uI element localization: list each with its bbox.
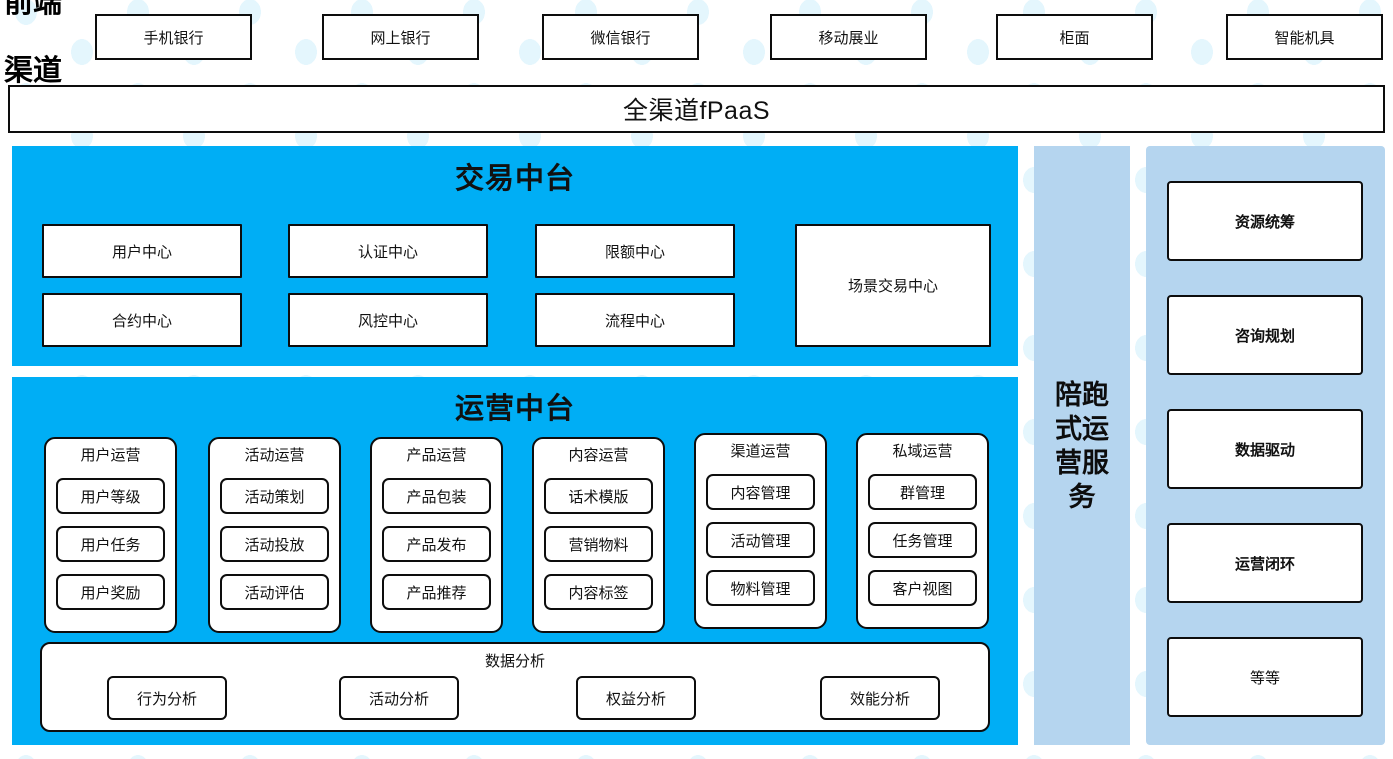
data-analysis-item[interactable]: 行为分析	[107, 676, 227, 720]
ops-item[interactable]: 客户视图	[868, 570, 977, 606]
trade-item-risk-center[interactable]: 风控中心	[288, 293, 488, 347]
data-analysis-title: 数据分析	[484, 653, 545, 670]
ops-item[interactable]: 群管理	[868, 474, 977, 510]
data-analysis-item[interactable]: 效能分析	[820, 676, 940, 720]
service-panel: 资源统筹 咨询规划 数据驱动 运营闭环 等等	[1146, 146, 1385, 745]
ops-item[interactable]: 物料管理	[706, 570, 815, 606]
accompany-service-label: 陪跑式运营服务	[1055, 379, 1109, 512]
front-channel-label: 前端 渠道	[4, 0, 82, 87]
ops-item[interactable]: 营销物料	[544, 526, 653, 562]
channel-label: 移动展业	[818, 29, 879, 47]
channel-box-wechat-bank[interactable]: 微信银行	[542, 14, 699, 60]
trade-item-label: 限额中心	[604, 243, 665, 261]
ops-item[interactable]: 内容标签	[544, 574, 653, 610]
trade-item-scenario-center[interactable]: 场景交易中心	[795, 224, 991, 347]
ops-group-title: 用户运营	[80, 447, 141, 464]
service-item-data-driven[interactable]: 数据驱动	[1167, 409, 1363, 489]
trade-item-label: 场景交易中心	[847, 278, 938, 295]
channel-box-mobile-business[interactable]: 移动展业	[770, 14, 927, 60]
ops-group-title: 产品运营	[406, 447, 467, 464]
trade-item-process-center[interactable]: 流程中心	[535, 293, 735, 347]
trade-item-user-center[interactable]: 用户中心	[42, 224, 242, 278]
channel-label: 网上银行	[370, 29, 431, 47]
ops-item[interactable]: 内容管理	[706, 474, 815, 510]
service-item-ops-loop[interactable]: 运营闭环	[1167, 523, 1363, 603]
trade-item-limit-center[interactable]: 限额中心	[535, 224, 735, 278]
service-item-resource[interactable]: 资源统筹	[1167, 181, 1363, 261]
fpaas-label: 全渠道fPaaS	[622, 97, 771, 125]
trade-item-label: 合约中心	[111, 312, 172, 330]
ops-group-title: 私域运营	[892, 443, 953, 460]
fpaas-bar[interactable]: 全渠道fPaaS	[8, 85, 1385, 133]
trade-item-auth-center[interactable]: 认证中心	[288, 224, 488, 278]
ops-item[interactable]: 话术模版	[544, 478, 653, 514]
ops-item[interactable]: 活动策划	[220, 478, 329, 514]
data-analysis-strip: 数据分析 行为分析 活动分析 权益分析 效能分析	[40, 642, 990, 732]
trade-item-label: 认证中心	[357, 243, 418, 261]
trade-item-label: 用户中心	[111, 243, 172, 261]
data-analysis-item[interactable]: 活动分析	[339, 676, 459, 720]
data-analysis-item[interactable]: 权益分析	[576, 676, 696, 720]
ops-item[interactable]: 活动评估	[220, 574, 329, 610]
ops-item[interactable]: 任务管理	[868, 522, 977, 558]
ops-item[interactable]: 产品包装	[382, 478, 491, 514]
trade-center-title: 交易中台	[454, 163, 575, 195]
ops-group-private-domain: 私域运营 群管理 任务管理 客户视图	[856, 433, 989, 629]
ops-group-activity: 活动运营 活动策划 活动投放 活动评估	[208, 437, 341, 633]
ops-center-title: 运营中台	[454, 393, 575, 425]
channel-box-smart-machine[interactable]: 智能机具	[1226, 14, 1383, 60]
ops-group-channel: 渠道运营 内容管理 活动管理 物料管理	[694, 433, 827, 629]
accompany-service-column: 陪跑式运营服务	[1034, 146, 1130, 745]
ops-group-title: 活动运营	[244, 447, 305, 464]
ops-group-product: 产品运营 产品包装 产品发布 产品推荐	[370, 437, 503, 633]
channel-box-online-bank[interactable]: 网上银行	[322, 14, 479, 60]
front-channel-label-line2: 渠道	[4, 55, 63, 87]
ops-item[interactable]: 用户奖励	[56, 574, 165, 610]
ops-item[interactable]: 用户等级	[56, 478, 165, 514]
ops-group-title: 内容运营	[568, 447, 629, 464]
ops-item[interactable]: 活动投放	[220, 526, 329, 562]
service-item-consulting[interactable]: 咨询规划	[1167, 295, 1363, 375]
channel-label: 柜面	[1059, 29, 1090, 47]
channel-label: 智能机具	[1274, 29, 1335, 47]
channel-label: 微信银行	[590, 29, 651, 47]
ops-item[interactable]: 产品推荐	[382, 574, 491, 610]
channel-label: 手机银行	[143, 29, 204, 47]
service-item-etc[interactable]: 等等	[1167, 637, 1363, 717]
channel-box-mobile-bank[interactable]: 手机银行	[95, 14, 252, 60]
ops-item[interactable]: 产品发布	[382, 526, 491, 562]
trade-item-label: 流程中心	[604, 312, 665, 330]
ops-group-title: 渠道运营	[730, 443, 791, 460]
trade-item-label: 风控中心	[357, 312, 418, 330]
ops-item[interactable]: 活动管理	[706, 522, 815, 558]
trade-item-contract-center[interactable]: 合约中心	[42, 293, 242, 347]
channel-box-counter[interactable]: 柜面	[996, 14, 1153, 60]
ops-item[interactable]: 用户任务	[56, 526, 165, 562]
ops-group-content: 内容运营 话术模版 营销物料 内容标签	[532, 437, 665, 633]
ops-group-user: 用户运营 用户等级 用户任务 用户奖励	[44, 437, 177, 633]
front-channel-label-line1: 前端	[4, 0, 63, 19]
